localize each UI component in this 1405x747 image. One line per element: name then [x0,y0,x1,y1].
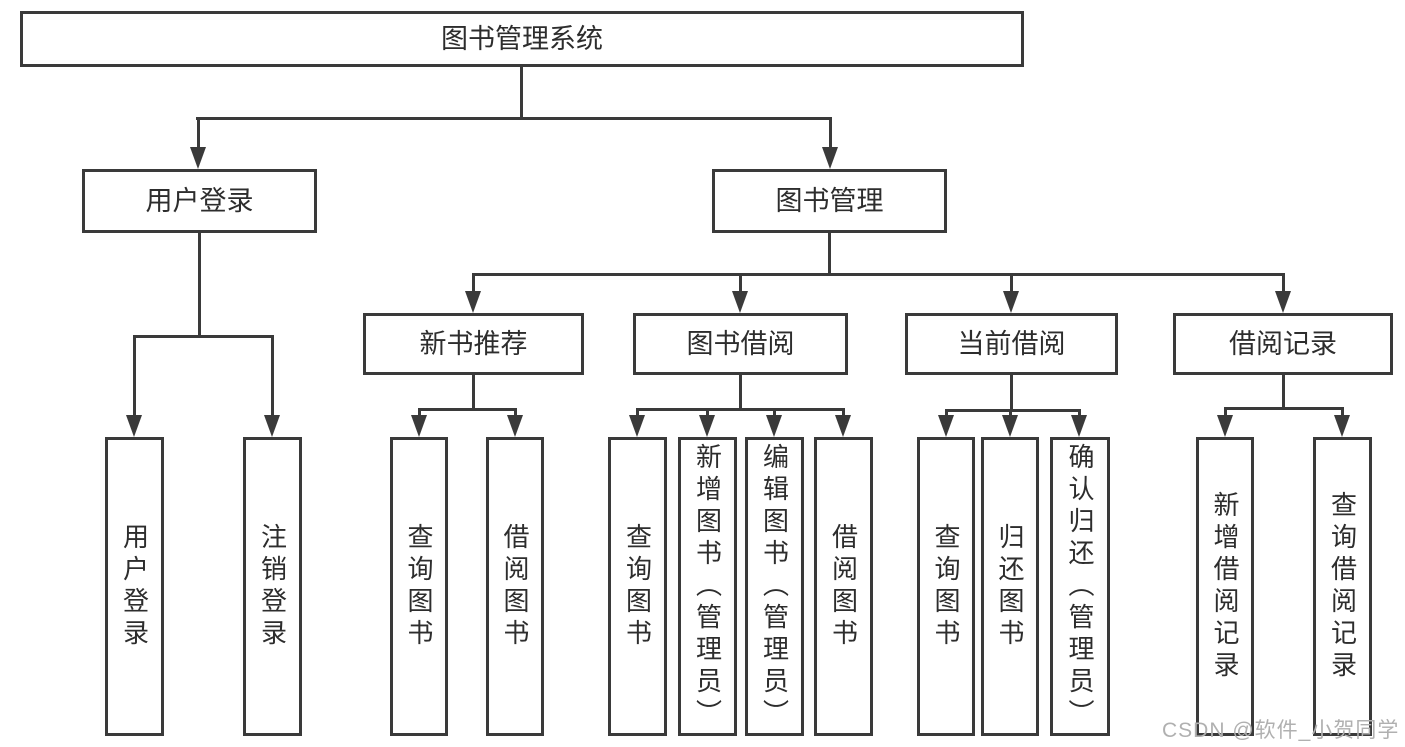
connector-line [520,67,523,117]
arrowhead [835,415,851,437]
arrowhead [465,291,481,313]
connector-line [1010,375,1013,409]
connector-line [706,408,709,415]
connector-line [472,273,1285,276]
connector-line [418,408,421,415]
node-user-login: 用户登录 [82,169,317,233]
connector-line [197,117,200,147]
connector-line [472,375,475,408]
connector-line [1341,407,1344,415]
arrowhead [126,415,142,437]
connector-line [773,408,776,415]
connector-line [514,408,517,415]
leaf-borrow-books: 借阅图书 [814,437,873,736]
leaf-add-borrow-record: 新增借阅记录 [1196,437,1254,736]
node-new-book-recommend: 新书推荐 [363,313,584,375]
connector-line [1010,273,1013,291]
connector-line [636,408,845,411]
leaf-logout: 注销登录 [243,437,302,736]
arrowhead [507,415,523,437]
arrowhead [264,415,280,437]
connector-line [133,335,274,338]
arrowhead [411,415,427,437]
connector-line [418,408,517,411]
connector-line [945,409,1081,412]
connector-line [271,335,274,415]
connector-line [1009,409,1012,415]
connector-line [739,273,742,291]
node-current-borrow: 当前借阅 [905,313,1118,375]
leaf-return-books: 归还图书 [981,437,1039,736]
connector-line [636,408,639,415]
connector-line [472,273,475,291]
arrowhead [732,291,748,313]
arrowhead [1334,415,1350,437]
arrowhead [938,415,954,437]
node-book-management: 图书管理 [712,169,947,233]
node-root: 图书管理系统 [20,11,1024,67]
connector-line [829,117,832,147]
node-book-borrow: 图书借阅 [633,313,848,375]
leaf-confirm-return-admin: 确认归还（管理员） [1050,437,1110,736]
arrowhead [822,147,838,169]
connector-line [198,233,201,335]
arrowhead [629,415,645,437]
arrowhead [1217,415,1233,437]
arrowhead [1003,291,1019,313]
connector-line [828,233,831,273]
arrowhead [699,415,715,437]
connector-line [133,335,136,415]
leaf-user-login: 用户登录 [105,437,164,736]
node-borrow-records: 借阅记录 [1173,313,1393,375]
arrowhead [1071,415,1087,437]
leaf-edit-books-admin: 编辑图书（管理员） [745,437,804,736]
connector-line [1282,375,1285,407]
leaf-add-books-admin: 新增图书（管理员） [678,437,737,736]
connector-line [1224,407,1344,410]
connector-line [945,409,948,415]
arrowhead [766,415,782,437]
connector-line [1224,407,1227,415]
watermark: CSDN @软件_小贺同学 [1162,719,1400,742]
leaf-query-borrow-record: 查询借阅记录 [1313,437,1372,736]
connector-line [842,408,845,415]
connector-line [739,375,742,408]
leaf-query-books-borrow: 查询图书 [608,437,667,736]
connector-line [1282,273,1285,291]
connector-line [1078,409,1081,415]
leaf-query-books-recommend: 查询图书 [390,437,448,736]
leaf-borrow-books-recommend: 借阅图书 [486,437,544,736]
arrowhead [190,147,206,169]
arrowhead [1275,291,1291,313]
connector-line [196,117,832,120]
arrowhead [1002,415,1018,437]
leaf-query-books-current: 查询图书 [917,437,975,736]
